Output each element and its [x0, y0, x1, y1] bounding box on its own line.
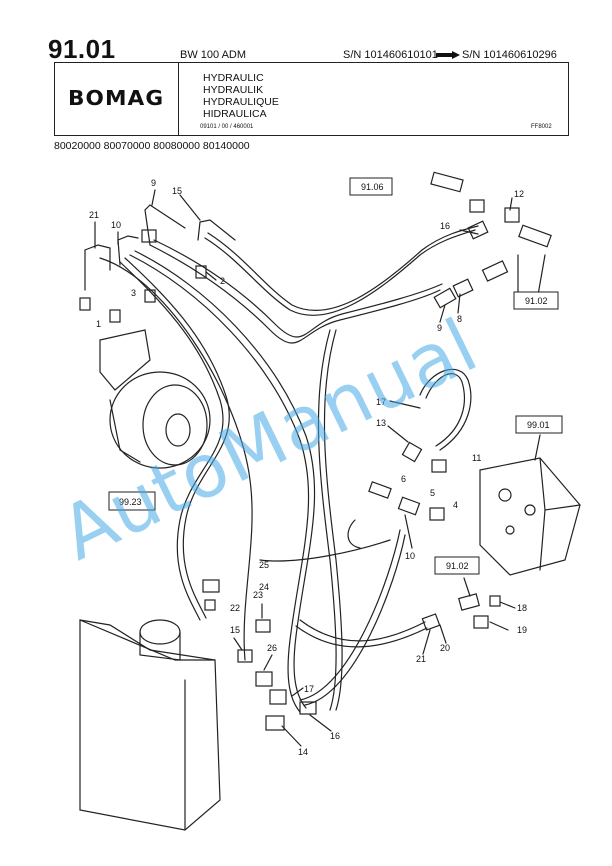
callout: 8 [457, 314, 462, 324]
callout: 13 [376, 418, 386, 428]
reference-box: 99.01 [515, 415, 563, 434]
document-code: 09101 / 00 / 460001 [200, 124, 254, 130]
title-es: HIDRAULICA [203, 108, 267, 120]
callout: 22 [230, 603, 240, 613]
callout: 16 [330, 731, 340, 741]
svg-text:99.01: 99.01 [527, 420, 550, 430]
serial-to: S/N 101460610296 [462, 49, 557, 61]
callout: 16 [440, 221, 450, 231]
callout: 25 [259, 560, 269, 570]
page-number: 91.01 [48, 34, 116, 64]
callout: 10 [111, 220, 121, 230]
callout: 12 [514, 189, 524, 199]
svg-text:91.02: 91.02 [525, 296, 548, 306]
title-de: HYDRAULIK [203, 84, 264, 96]
document-ref: FF8002 [531, 124, 552, 130]
callout: 10 [405, 551, 415, 561]
callout: 17 [304, 684, 314, 694]
callout: 20 [440, 643, 450, 653]
serial-from: S/N 101460610101 [343, 49, 438, 61]
callout: 2 [220, 276, 225, 286]
callout: 21 [416, 654, 426, 664]
header-box [54, 62, 569, 136]
callout: 3 [131, 288, 136, 298]
callout: 9 [151, 178, 156, 188]
callout: 23 [253, 590, 263, 600]
callout: 14 [298, 747, 308, 757]
callout: 15 [230, 625, 240, 635]
arrow-right-icon [436, 51, 460, 59]
callout: 21 [89, 210, 99, 220]
part-callouts: 9 15 21 10 3 1 2 12 16 8 9 17 13 11 6 5 … [89, 178, 527, 757]
header-divider [178, 62, 179, 136]
reference-box: 91.06 [349, 177, 393, 196]
callout: 17 [376, 397, 386, 407]
callout: 18 [517, 603, 527, 613]
callout: 9 [437, 323, 442, 333]
callout: 24 [259, 582, 269, 592]
callout: 1 [96, 319, 101, 329]
callout: 26 [267, 643, 277, 653]
callout: 5 [430, 488, 435, 498]
callout: 11 [472, 453, 481, 463]
callout: 15 [172, 186, 182, 196]
reference-box: 99.23 [108, 491, 156, 511]
bomag-logo: BOMAG [68, 86, 165, 110]
callout: 6 [401, 474, 406, 484]
svg-text:99.23: 99.23 [119, 497, 142, 507]
callout: 19 [517, 625, 527, 635]
title-fr: HYDRAULIQUE [203, 96, 279, 108]
reference-box: 91.02 [434, 556, 480, 575]
title-en: HYDRAULIC [203, 72, 264, 84]
reference-box: 91.02 [513, 291, 559, 310]
svg-text:91.06: 91.06 [361, 182, 384, 192]
serial-list: 80020000 80070000 80080000 80140000 [54, 140, 250, 152]
model-label: BW 100 ADM [180, 49, 247, 61]
svg-text:91.02: 91.02 [446, 561, 469, 571]
callout: 4 [453, 500, 458, 510]
